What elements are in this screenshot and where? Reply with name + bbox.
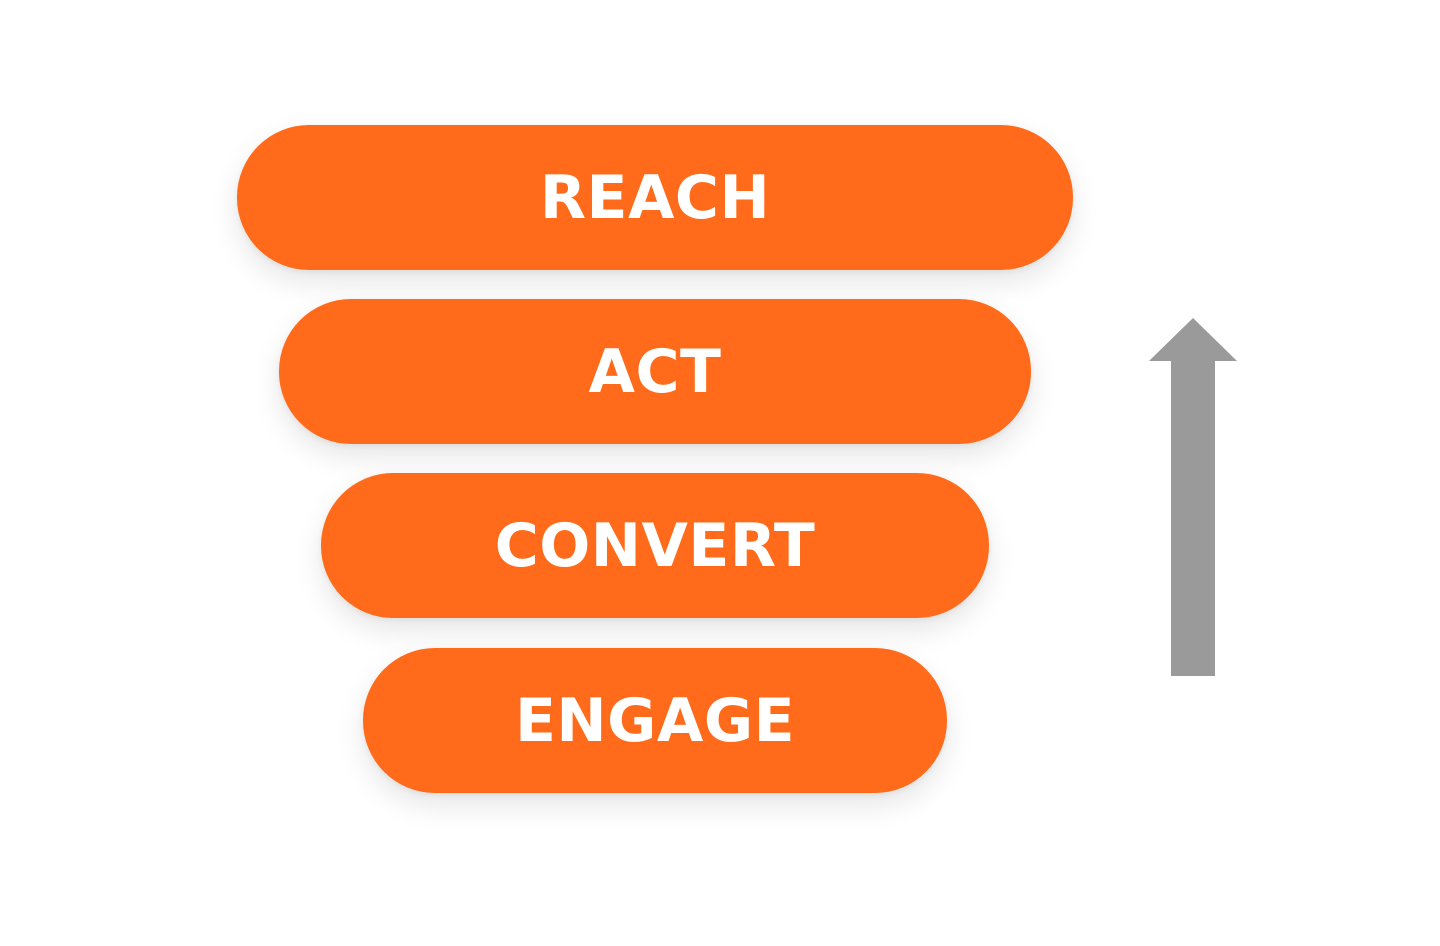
- stage-convert: CONVERT: [321, 473, 989, 618]
- stage-reach: REACH: [237, 125, 1073, 270]
- stage-act: ACT: [279, 299, 1031, 444]
- up-arrow-icon: [1149, 318, 1237, 676]
- stage-engage: ENGAGE: [363, 648, 947, 793]
- up-arrow-shape: [1149, 318, 1237, 676]
